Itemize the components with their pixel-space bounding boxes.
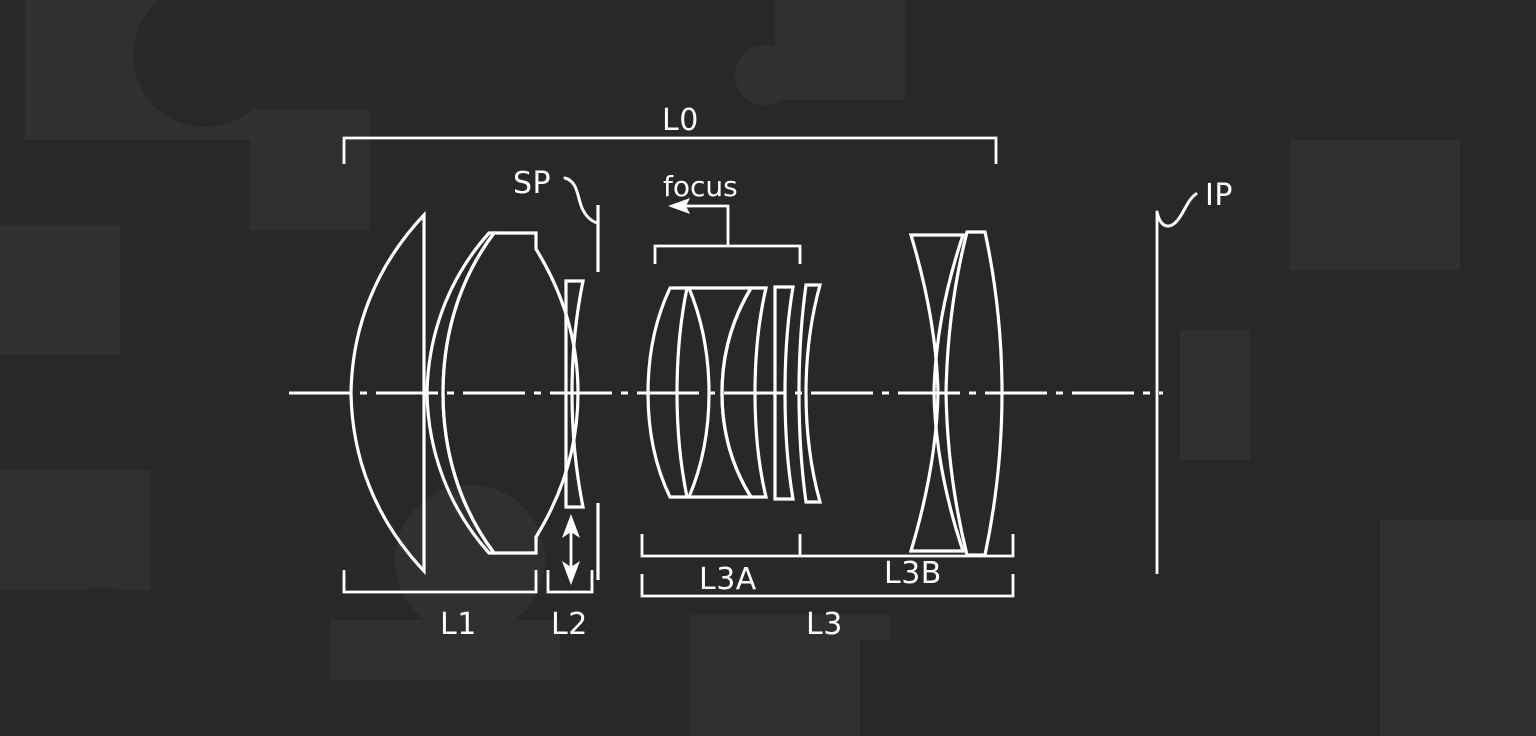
label-l1: L1	[440, 607, 477, 642]
l2-arrowhead-up	[562, 514, 580, 538]
label-ip: IP	[1205, 178, 1233, 213]
image-plane-ip	[1155, 192, 1198, 574]
l2-arrowhead-down	[562, 561, 580, 585]
l2-motion-arrow	[562, 514, 580, 585]
aperture-stop-sp	[563, 176, 600, 580]
lens-element-l1-3	[441, 231, 580, 555]
sp-leader-line	[563, 176, 600, 225]
lens-element-l3a-5	[797, 283, 823, 504]
lens-element-l3b-1	[908, 233, 966, 553]
label-l2: L2	[551, 607, 588, 642]
lens-element-l1-1	[349, 210, 426, 576]
bracket-l1	[342, 570, 538, 594]
bracket-l0	[342, 136, 998, 164]
lens-group-l1	[349, 210, 580, 576]
label-l0: L0	[662, 103, 699, 138]
label-l3a: L3A	[699, 562, 757, 597]
lens-element-l3a-1	[646, 286, 689, 499]
lens-element-l3a-3	[720, 286, 769, 499]
label-l3: L3	[806, 607, 843, 642]
ip-leader-line	[1155, 192, 1198, 228]
bracket-l3	[640, 574, 1015, 598]
lens-group-l2	[564, 279, 585, 509]
bracket-l2	[546, 570, 594, 594]
label-focus: focus	[663, 170, 738, 203]
label-l3b: L3B	[884, 556, 942, 591]
label-sp: SP	[513, 166, 551, 201]
lens-element-l3a-4	[773, 285, 795, 501]
focus-stem	[678, 204, 730, 246]
focus-arrowhead	[668, 198, 690, 214]
lens-element-l2-1	[564, 279, 585, 509]
bracket-l3a-l3b	[640, 534, 1015, 558]
focus-indicator	[653, 198, 802, 264]
lens-group-l3a	[646, 283, 823, 504]
